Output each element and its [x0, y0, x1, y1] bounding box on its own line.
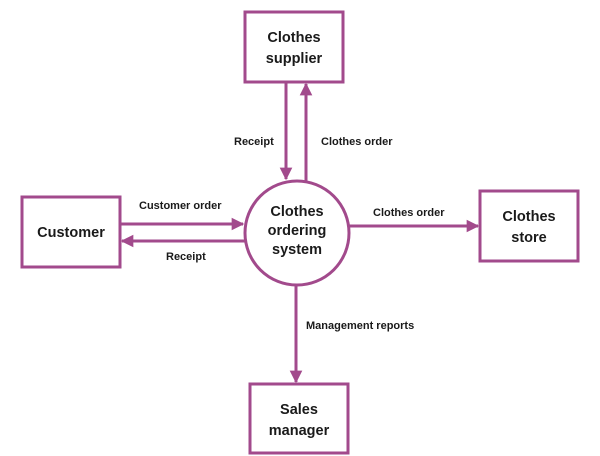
process-label-line3: system	[272, 242, 322, 258]
flow-label-store-order: Clothes order	[373, 207, 445, 219]
flow-label-customer-order: Customer order	[139, 200, 222, 212]
clothes-supplier-box	[243, 10, 345, 84]
flow-label-customer-receipt: Receipt	[166, 251, 206, 263]
customer-box	[20, 195, 122, 269]
manager-label-line1: Sales	[280, 402, 318, 418]
flow-label-management-reports: Management reports	[306, 320, 414, 332]
flow-label-supplier-order: Clothes order	[321, 136, 393, 148]
manager-label-line2: manager	[269, 423, 330, 439]
clothes-store-box	[478, 189, 580, 263]
supplier-label-line2: supplier	[266, 51, 323, 67]
flow-label-supplier-receipt: Receipt	[234, 136, 274, 148]
process-label-line1: Clothes	[270, 204, 323, 220]
customer-label: Customer	[37, 225, 105, 241]
sales-manager-box	[248, 382, 350, 455]
process-label-line2: ordering	[268, 223, 327, 239]
store-label-line2: store	[511, 230, 546, 246]
supplier-label-line1: Clothes	[267, 30, 320, 46]
store-label-line1: Clothes	[502, 209, 555, 225]
